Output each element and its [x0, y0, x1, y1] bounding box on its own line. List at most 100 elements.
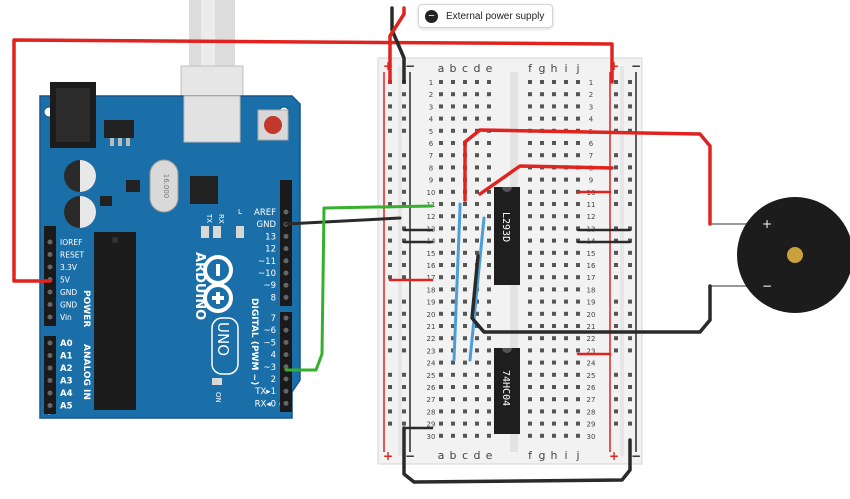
breadboard-hole[interactable]	[475, 336, 479, 341]
breadboard-hole[interactable]	[451, 104, 455, 109]
breadboard-hole[interactable]	[439, 128, 443, 133]
rail-hole[interactable]	[388, 177, 392, 182]
red-wire-buzzer[interactable]	[463, 128, 712, 226]
rail-hole[interactable]	[402, 336, 406, 341]
rail-hole[interactable]	[628, 153, 632, 158]
breadboard-hole[interactable]	[540, 177, 544, 182]
breadboard-hole[interactable]	[475, 421, 479, 426]
breadboard-hole[interactable]	[451, 189, 455, 194]
breadboard-hole[interactable]	[552, 372, 556, 377]
breadboard-hole[interactable]	[576, 385, 580, 389]
black-wire-ext-supply[interactable]	[390, 6, 406, 84]
digital-pin[interactable]	[283, 246, 289, 252]
digital-pin[interactable]	[283, 400, 289, 406]
breadboard-hole[interactable]	[552, 202, 556, 206]
digital-pin[interactable]	[283, 209, 289, 215]
breadboard-hole[interactable]	[463, 348, 467, 353]
rail-hole[interactable]	[614, 397, 618, 402]
breadboard-hole[interactable]	[528, 287, 532, 292]
breadboard-hole[interactable]	[451, 397, 455, 402]
breadboard-hole[interactable]	[576, 287, 580, 292]
breadboard-hole[interactable]	[439, 324, 443, 328]
breadboard-hole[interactable]	[439, 226, 443, 231]
analog-pin[interactable]	[47, 378, 53, 383]
breadboard-hole[interactable]	[463, 421, 467, 426]
breadboard-hole[interactable]	[540, 153, 544, 158]
breadboard-hole[interactable]	[564, 397, 568, 402]
breadboard-hole[interactable]	[540, 360, 544, 365]
rail-hole[interactable]	[614, 385, 618, 389]
breadboard-hole[interactable]	[528, 104, 532, 109]
breadboard-hole[interactable]	[564, 116, 568, 121]
rail-hole[interactable]	[614, 104, 618, 109]
breadboard-hole[interactable]	[540, 189, 544, 194]
breadboard-hole[interactable]	[475, 177, 479, 182]
rail-hole[interactable]	[388, 226, 392, 231]
rail-hole[interactable]	[402, 202, 406, 206]
breadboard-hole[interactable]	[487, 226, 491, 231]
rail-hole[interactable]	[614, 238, 618, 243]
breadboard-hole[interactable]	[451, 238, 455, 243]
breadboard-hole[interactable]	[564, 385, 568, 389]
breadboard-hole[interactable]	[451, 116, 455, 121]
breadboard-hole[interactable]	[528, 433, 532, 438]
breadboard-hole[interactable]	[540, 116, 544, 121]
breadboard-hole[interactable]	[564, 92, 568, 97]
breadboard-hole[interactable]	[564, 421, 568, 426]
breadboard-hole[interactable]	[552, 385, 556, 389]
breadboard-hole[interactable]	[439, 250, 443, 255]
digital-pin[interactable]	[283, 388, 289, 394]
breadboard-hole[interactable]	[475, 250, 479, 255]
blue-wire[interactable]	[452, 202, 462, 362]
analog-pin[interactable]	[47, 403, 53, 408]
digital-pin[interactable]	[283, 352, 289, 358]
rail-hole[interactable]	[628, 116, 632, 121]
arduino-uno-board[interactable]: 16.000 TX RX L ARDUINO UNO ON	[39, 82, 301, 419]
breadboard-hole[interactable]	[528, 311, 532, 316]
breadboard-hole[interactable]	[487, 116, 491, 121]
rail-hole[interactable]	[628, 92, 632, 97]
breadboard-hole[interactable]	[475, 397, 479, 402]
breadboard-hole[interactable]	[528, 409, 532, 414]
breadboard-hole[interactable]	[564, 299, 568, 304]
breadboard-hole[interactable]	[439, 141, 443, 145]
rail-hole[interactable]	[628, 311, 632, 316]
breadboard-hole[interactable]	[451, 80, 455, 84]
breadboard-hole[interactable]	[552, 141, 556, 145]
breadboard-hole[interactable]	[463, 397, 467, 402]
breadboard-hole[interactable]	[576, 360, 580, 365]
breadboard-hole[interactable]	[528, 202, 532, 206]
breadboard-hole[interactable]	[540, 409, 544, 414]
breadboard-hole[interactable]	[540, 397, 544, 402]
breadboard-hole[interactable]	[564, 372, 568, 377]
rail-hole[interactable]	[402, 409, 406, 414]
breadboard-hole[interactable]	[552, 421, 556, 426]
breadboard-hole[interactable]	[451, 324, 455, 328]
breadboard-hole[interactable]	[552, 433, 556, 438]
green-wire-pin3[interactable]	[284, 204, 434, 372]
breadboard-hole[interactable]	[552, 153, 556, 158]
power-pin[interactable]	[47, 302, 53, 307]
breadboard-hole[interactable]	[487, 189, 491, 194]
breadboard-hole[interactable]	[451, 287, 455, 292]
breadboard-hole[interactable]	[463, 311, 467, 316]
rail-hole[interactable]	[388, 421, 392, 426]
breadboard-hole[interactable]	[451, 141, 455, 145]
breadboard-hole[interactable]	[564, 238, 568, 243]
breadboard-hole[interactable]	[463, 275, 467, 280]
breadboard-hole[interactable]	[552, 299, 556, 304]
breadboard-hole[interactable]	[528, 372, 532, 377]
rail-hole[interactable]	[388, 189, 392, 194]
power-pin[interactable]	[47, 289, 53, 295]
rail-hole[interactable]	[388, 385, 392, 389]
rail-hole[interactable]	[402, 177, 406, 182]
rail-hole[interactable]	[388, 153, 392, 158]
breadboard-hole[interactable]	[576, 421, 580, 426]
breadboard-hole[interactable]	[576, 177, 580, 182]
rail-hole[interactable]	[628, 128, 632, 133]
breadboard-hole[interactable]	[540, 421, 544, 426]
breadboard-hole[interactable]	[439, 385, 443, 389]
rail-hole[interactable]	[628, 226, 632, 231]
breadboard-hole[interactable]	[540, 92, 544, 97]
analog-pin[interactable]	[47, 340, 53, 346]
